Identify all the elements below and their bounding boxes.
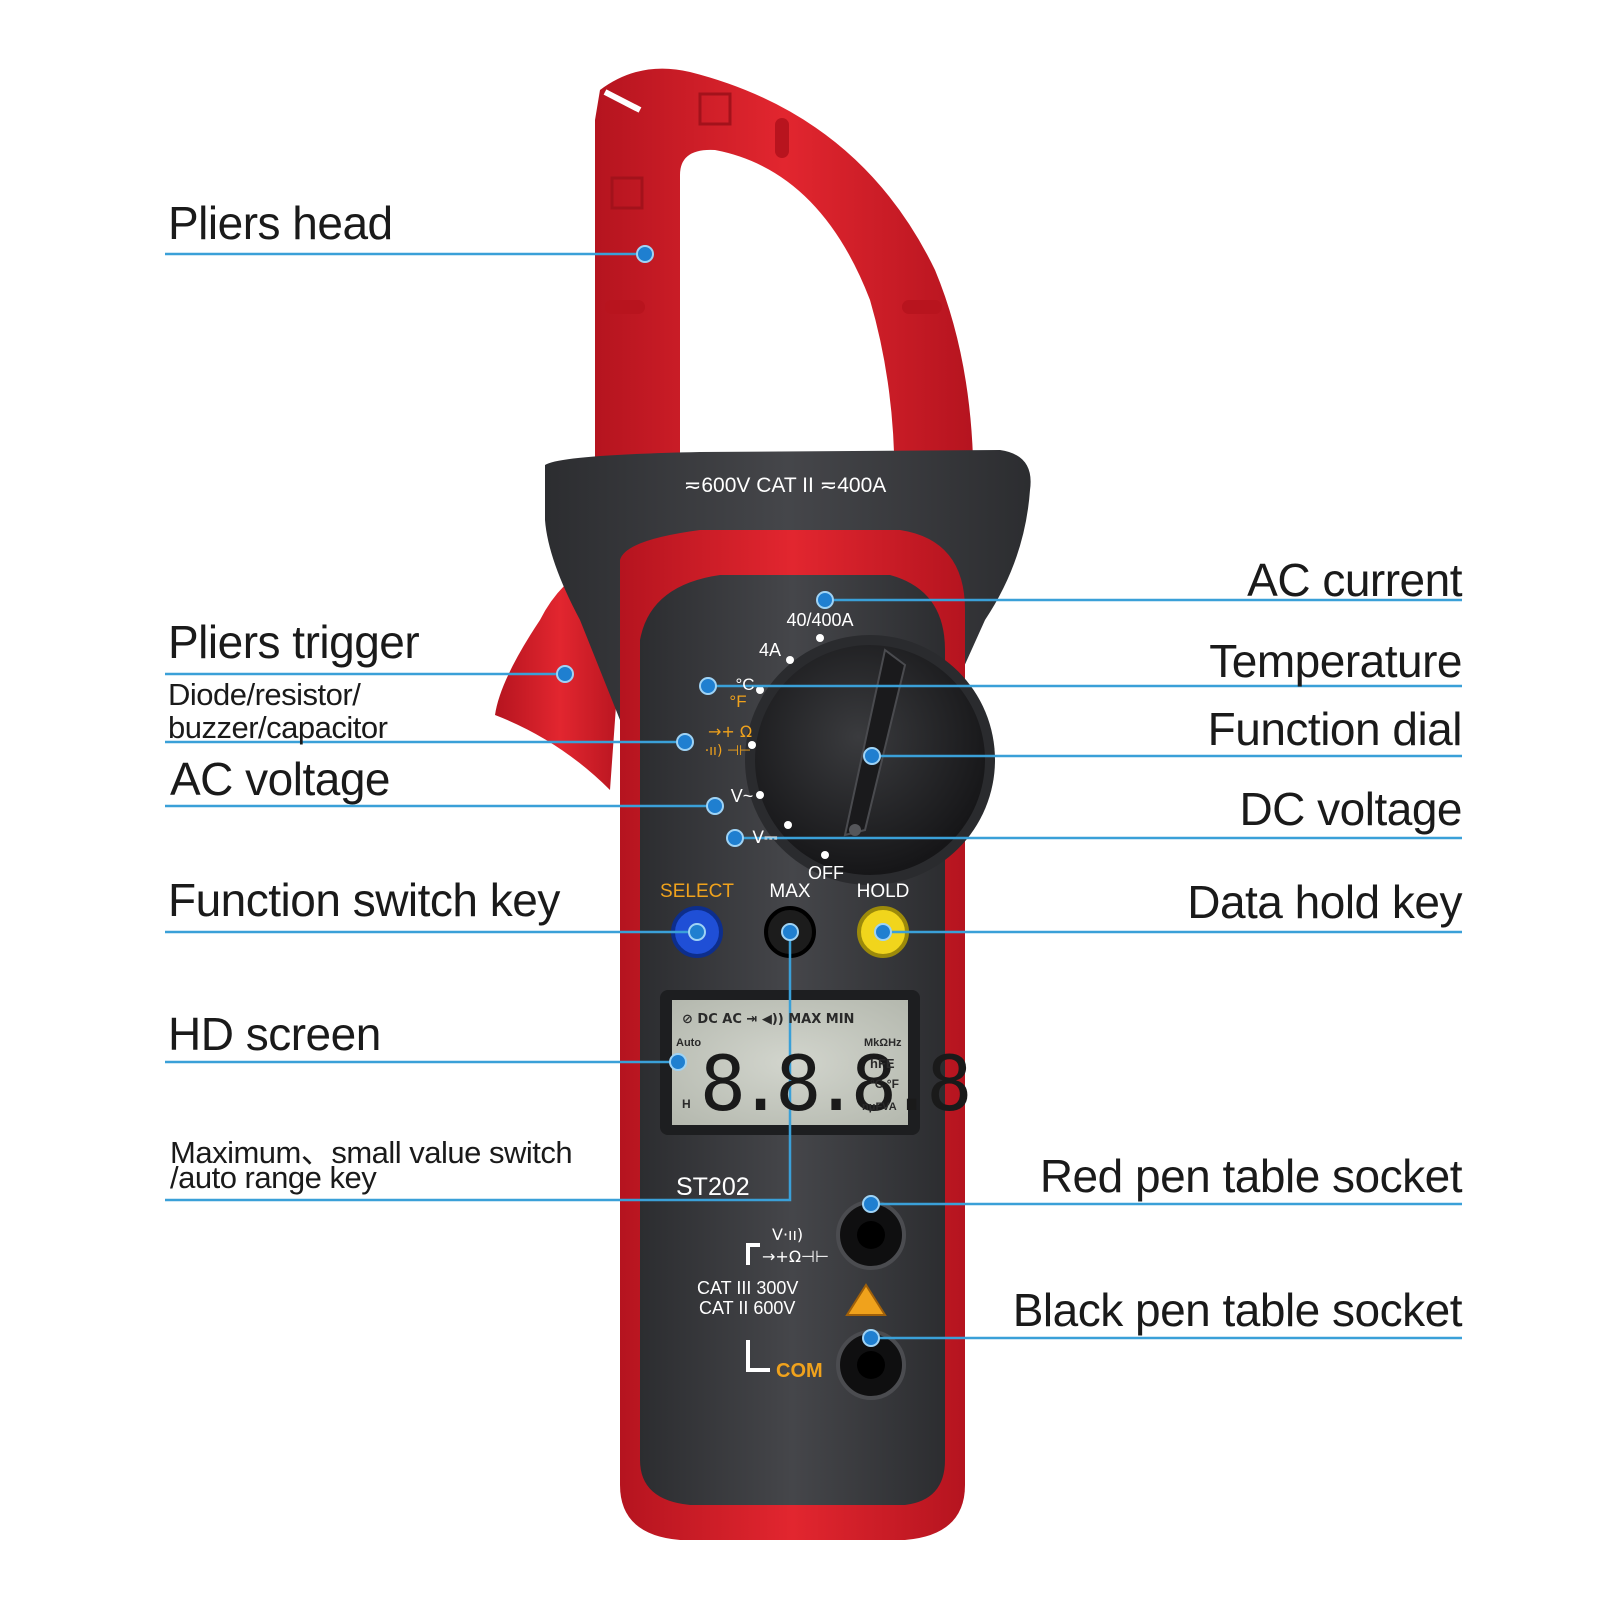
- jack-cat-2: CAT II 600V: [699, 1298, 795, 1318]
- jaw-lightning-mark-1: [698, 92, 732, 126]
- lcd-units-2: hFE: [870, 1056, 895, 1071]
- label-ac-current: AC current: [1247, 554, 1462, 606]
- max-button-label: MAX: [769, 881, 811, 902]
- input-bracket: [746, 1243, 770, 1372]
- label-max-line-2: /auto range key: [170, 1160, 377, 1195]
- dial-vac: V~: [731, 786, 754, 806]
- model-label: ST202: [676, 1173, 750, 1201]
- dial-position-dots: [748, 634, 829, 859]
- jack-com: COM: [776, 1360, 823, 1382]
- label-pliers-head: Pliers head: [168, 197, 393, 249]
- jaw-gap: [603, 89, 642, 113]
- label-diode-line-1: Diode/resistor/: [168, 677, 361, 712]
- jaw-lightning-mark-2: [610, 176, 644, 210]
- dial-temp-f: °F: [729, 692, 746, 711]
- hold-button-label: HOLD: [857, 881, 910, 902]
- pliers-head: [595, 68, 974, 561]
- label-ac-voltage: AC voltage: [170, 753, 391, 805]
- rating-label: ≂600V CAT II ≂400A: [684, 474, 887, 497]
- jack-line-1: V·ıı): [772, 1225, 803, 1244]
- red-pen-socket[interactable]: [836, 1200, 906, 1270]
- dial-off: OFF: [808, 863, 844, 883]
- leader-lines: [165, 252, 1462, 1340]
- dial-diode-symbols: →+ Ω: [708, 722, 752, 741]
- jack-cat-1: CAT III 300V: [697, 1278, 798, 1298]
- label-black-pen-socket: Black pen table socket: [1012, 1284, 1463, 1336]
- label-data-hold-key: Data hold key: [1187, 876, 1462, 928]
- jaw-grip-2: [902, 300, 942, 314]
- lcd-units-3: °C °F: [870, 1077, 899, 1091]
- label-red-pen-socket: Red pen table socket: [1039, 1150, 1463, 1202]
- black-pen-socket[interactable]: [836, 1330, 906, 1400]
- jaw-grip-1: [605, 300, 645, 314]
- label-pliers-trigger: Pliers trigger: [168, 616, 420, 668]
- label-temperature: Temperature: [1209, 635, 1462, 687]
- label-function-switch-key: Function switch key: [168, 874, 560, 926]
- lcd-units-1: MkΩHz: [864, 1037, 902, 1049]
- lcd-hold-icon: H: [682, 1097, 691, 1111]
- select-button-label: SELECT: [660, 881, 734, 902]
- dial-temp-c: °C: [735, 675, 754, 694]
- label-hd-screen: HD screen: [168, 1008, 381, 1060]
- label-function-dial: Function dial: [1207, 703, 1463, 755]
- lcd-auto: Auto: [676, 1037, 701, 1049]
- dial-buzzer-symbols: ·ıı) ⊣⊢: [705, 743, 752, 759]
- lcd-digits: 8.8.8.8: [700, 1039, 968, 1128]
- label-diode-line-2: buzzer/capacitor: [168, 710, 388, 745]
- dial-vdc: V⎓: [752, 828, 778, 848]
- jack-line-2: →+Ω⊣⊢: [762, 1247, 829, 1266]
- dial-40-400a: 40/400A: [786, 610, 853, 630]
- dial-4a: 4A: [759, 640, 781, 660]
- warning-triangle-icon: [845, 1283, 887, 1316]
- label-dc-voltage: DC voltage: [1239, 783, 1462, 835]
- label-max-line-1: Maximum、small value switch: [170, 1135, 573, 1170]
- lcd-units-4: nμFVA: [862, 1101, 897, 1113]
- lcd-top-row: ⊘ DC AC ⇥ ◀)) MAX MIN: [682, 1012, 854, 1027]
- leader-dots: [556, 245, 892, 1347]
- jaw-grip-3: [775, 118, 789, 158]
